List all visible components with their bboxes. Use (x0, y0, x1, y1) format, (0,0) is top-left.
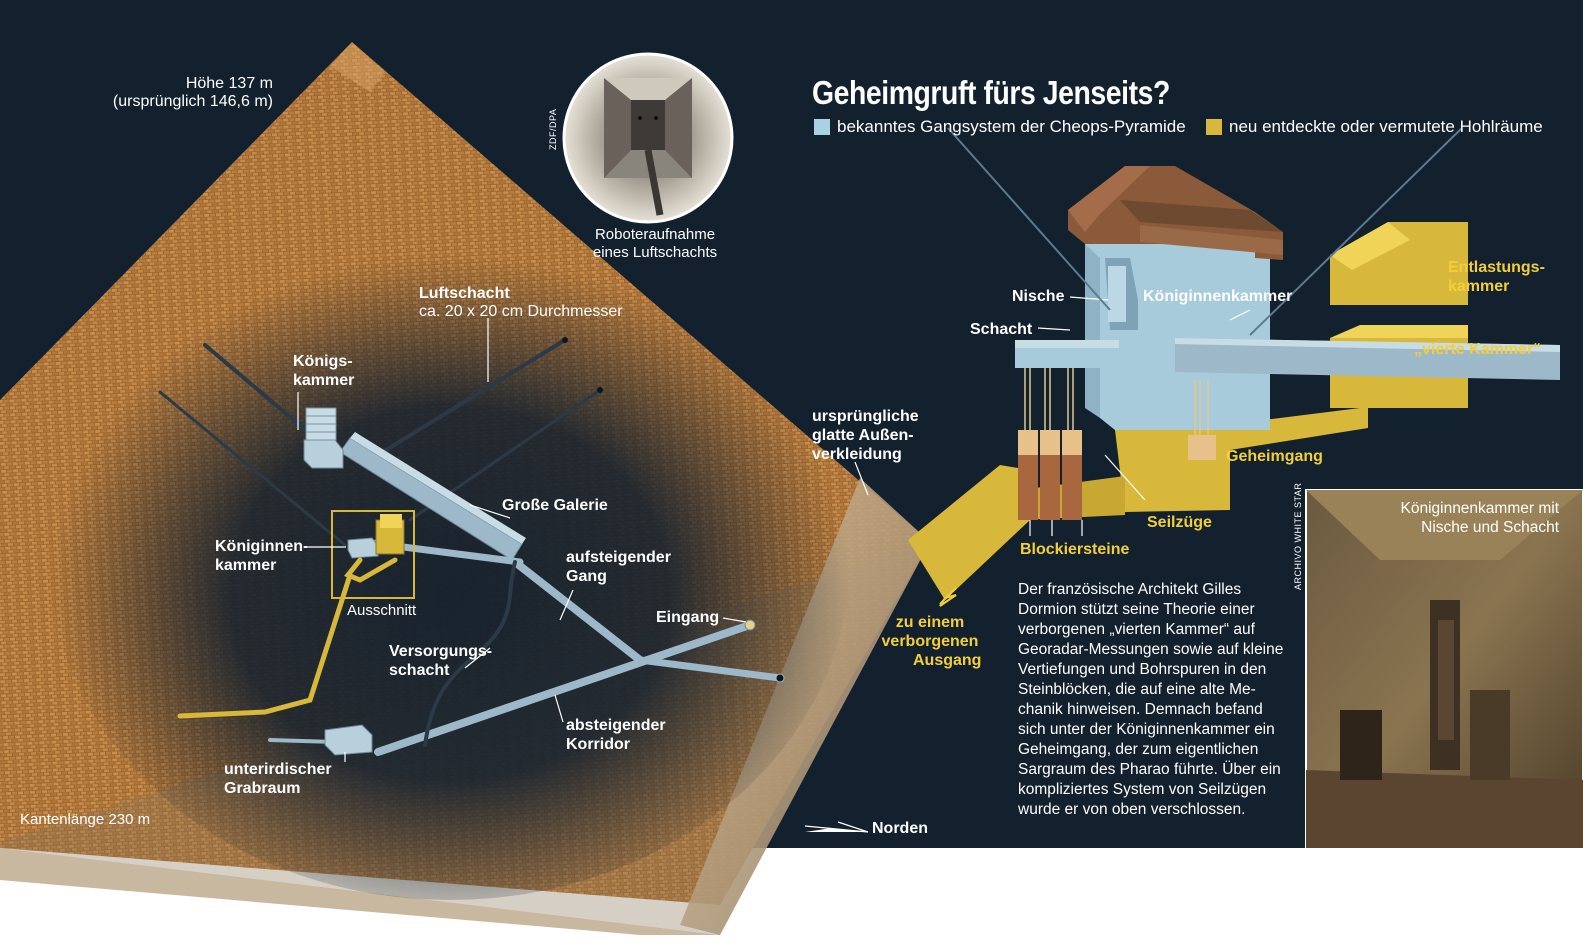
paragraph-line: kompliziertes System von Seilzügen (1018, 781, 1267, 798)
paragraph-line: wurde er von oben verschlossen. (1018, 801, 1246, 818)
paragraph-line: verborgenen „vierten Kammer“ auf (1018, 621, 1255, 638)
label-supply-shaft-2: schacht (389, 662, 450, 679)
label-secret-passage: Geheimgang (1226, 448, 1323, 465)
paragraph-line: sich unter der Königinnenkammer ein (1018, 721, 1275, 738)
label-exit-2: verborgenen (881, 633, 979, 650)
label-relief-chamber-1: Entlastungs- (1448, 259, 1545, 276)
label-underground-2: Grabraum (224, 780, 301, 797)
air-shaft-upper (376, 338, 567, 457)
kings-chamber-shape (303, 439, 344, 469)
label-ascending-2: Gang (566, 568, 607, 585)
blocking-stones (1018, 430, 1216, 520)
page-title: Geheimgruft fürs Jenseits? (812, 74, 1170, 111)
explanation-paragraph: Der französische Architekt Gilles Dormio… (1018, 580, 1300, 820)
label-ascending-1: aufsteigender (566, 549, 671, 566)
label-original-casing-2: glatte Außen- (812, 427, 914, 444)
label-edge-length: Kantenlänge 230 m (20, 811, 151, 828)
paragraph-line: Geheimgang, der zum eigentlichen (1018, 741, 1259, 758)
legend-label-known: bekanntes Gangsystem der Cheops-Pyramide (837, 117, 1186, 136)
label-entrance: Eingang (656, 609, 720, 626)
leader-lines-pyramid (297, 318, 869, 762)
paragraph-line: Sargraum des Pharao führte. Über ein (1018, 761, 1281, 778)
label-niche: Nische (1012, 288, 1065, 305)
label-supply-shaft-1: Versorgungs- (389, 643, 493, 660)
label-air-shaft: Luftschacht (419, 285, 510, 302)
queens-chamber-shape (347, 537, 379, 559)
label-kings-chamber-1: Königs- (293, 353, 353, 370)
label-height-original: (ursprünglich 146,6 m) (112, 93, 273, 110)
leader-lines-detail (947, 127, 1463, 536)
pyramid (0, 42, 930, 935)
legend-swatch-new (1206, 119, 1222, 135)
robot-photo (562, 52, 734, 224)
label-relief-chamber-2: kammer (1448, 278, 1510, 295)
label-pulleys: Seilzüge (1147, 514, 1212, 531)
label-air-shaft-size: ca. 20 x 20 cm Durchmesser (419, 303, 623, 320)
robot-photo-credit: ZDF/DPA (548, 108, 558, 150)
paragraph-line: Georadar-Messungen sowie auf kleine (1018, 641, 1284, 658)
chamber-photo (1305, 489, 1583, 849)
chamber-photo-caption-2: Nische und Schacht (1421, 519, 1559, 536)
label-kings-chamber-2: kammer (293, 372, 355, 389)
paragraph-line: Dormion stützt seine Theorie einer (1018, 601, 1255, 618)
cutout-box (331, 510, 415, 599)
label-queens-chamber-1: Königinnen- (215, 538, 309, 555)
label-blocking-stones: Blockiersteine (1020, 541, 1130, 558)
pyramid-casing-bottom (0, 848, 720, 935)
north-arrow (804, 821, 869, 833)
label-original-casing-3: verkleidung (812, 446, 902, 463)
label-cutout: Ausschnitt (347, 602, 417, 619)
chamber-photo-caption-1: Königinnenkammer mit (1400, 500, 1559, 517)
supply-shaft (423, 560, 517, 747)
legend-item-known: bekanntes Gangsystem der Cheops-Pyramide (814, 116, 1186, 138)
label-north: Norden (872, 820, 928, 837)
label-fourth-chamber: „vierte Kammer“ (1414, 341, 1542, 358)
paragraph-line: chanik hinweisen. Demnach befand (1018, 701, 1263, 718)
descending-corridor (374, 621, 754, 756)
label-exit-3: Ausgang (913, 652, 982, 669)
label-height: Höhe 137 m (185, 75, 273, 92)
label-exit-1: zu einem (895, 614, 965, 631)
underground-chamber-shape (324, 724, 373, 756)
label-shaft: Schacht (970, 321, 1033, 338)
pulley-system (1024, 368, 1209, 440)
paragraph-line: Der französische Architekt Gilles (1018, 581, 1242, 598)
robot-photo-caption-2: eines Luftschachts (592, 244, 718, 261)
detail-roof (1068, 166, 1283, 260)
paragraph-line: Vertiefungen und Bohrspuren in den (1018, 661, 1267, 678)
pyramid-cutaway-shadow (50, 220, 850, 900)
secret-passage-shape (1115, 407, 1368, 512)
exit-ramp-shape (908, 465, 1030, 600)
detail-chamber (1015, 244, 1560, 430)
secret-exit-passage (177, 572, 353, 719)
paragraph-line: Steinblöcken, die auf eine alte Me- (1018, 681, 1256, 698)
legend-swatch-known (814, 119, 830, 135)
label-underground-1: unterirdischer (224, 761, 332, 778)
label-queens-chamber-2: kammer (215, 557, 277, 574)
ascending-passage (511, 558, 644, 664)
label-grand-gallery: Große Galerie (502, 497, 608, 514)
chamber-photo-credit: ARCHIVO WHITE STAR (1293, 482, 1303, 590)
passage-system (158, 337, 785, 756)
label-queens-chamber-detail: Königinnenkammer (1143, 288, 1293, 305)
legend-item-new: neu entdeckte oder vermutete Hohlräume (1206, 116, 1543, 138)
robot-photo-caption-1: Roboteraufnahme (594, 226, 716, 243)
label-original-casing-1: ursprüngliche (812, 408, 919, 425)
label-descending-2: Korridor (566, 736, 630, 753)
legend-label-new: neu entdeckte oder vermutete Hohlräume (1229, 117, 1543, 136)
label-descending-1: absteigender (566, 717, 666, 734)
